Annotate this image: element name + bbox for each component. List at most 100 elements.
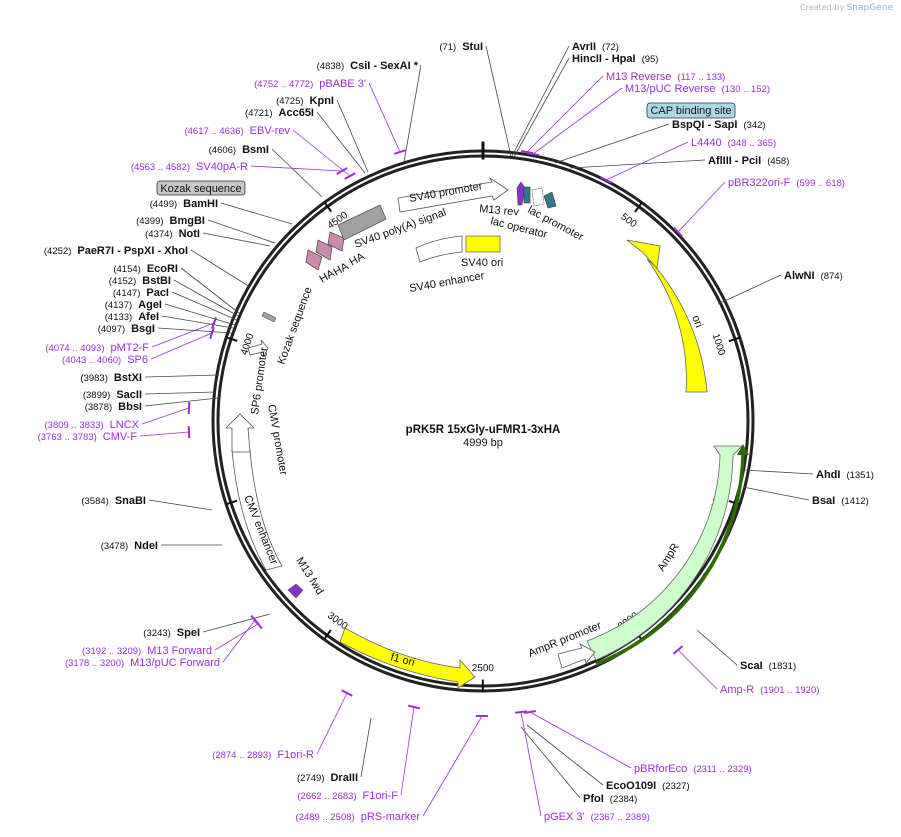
primer-label[interactable]: M13/pUC Reverse(130 .. 152) — [532, 83, 770, 155]
primer-text: (2662 .. 2683)F1ori-F — [297, 790, 398, 802]
leader-line — [222, 619, 256, 663]
leader-line — [202, 613, 271, 633]
primer-mark — [600, 176, 612, 184]
sv40-polya-feature[interactable] — [337, 204, 387, 241]
enzyme-label[interactable]: (3899)SacII — [83, 389, 217, 401]
enzyme-label[interactable]: (4606)BsmI — [209, 144, 323, 198]
enzyme-label[interactable]: (3983)BstXI — [80, 372, 220, 384]
enzyme-label[interactable]: AvrII(72) — [511, 41, 619, 157]
enzyme-label[interactable]: BspQI - SapI(342) — [554, 119, 766, 164]
primer-label[interactable]: (4752 .. 4772)pBABE 3' — [254, 78, 401, 153]
enzyme-label[interactable]: (4147)PacI — [113, 287, 238, 321]
enzyme-label[interactable]: (4137)AgeI — [105, 299, 236, 326]
leader-line — [511, 45, 570, 157]
enzyme-text: AlwNI(874) — [784, 270, 843, 282]
lac-operator-feature[interactable] — [523, 186, 531, 204]
enzyme-label[interactable]: AhdI(1351) — [743, 469, 874, 481]
primer-text: M13 Reverse(117 .. 133) — [606, 71, 725, 83]
enzyme-label[interactable]: EcoO109I(2327) — [526, 724, 690, 792]
cap-site-feature[interactable] — [543, 191, 557, 209]
primer-label[interactable]: L4440(348 .. 365) — [605, 137, 776, 181]
ampr-promoter-feature[interactable] — [557, 643, 596, 669]
enzyme-label[interactable]: HincII - HpaI(95) — [513, 53, 658, 158]
primer-mark — [526, 151, 540, 157]
primer-label[interactable]: (4074 .. 4093)pMT2-F — [45, 322, 215, 354]
primer-label[interactable]: M13 Reverse(117 .. 133) — [526, 71, 725, 153]
cmv-enhancer-feature[interactable] — [231, 449, 283, 571]
f1-ori-feature[interactable] — [339, 627, 476, 689]
enzyme-label[interactable]: (4499)BamHI — [150, 198, 293, 225]
ha-tag-1[interactable] — [305, 249, 323, 271]
sv40-ori-feature[interactable] — [465, 235, 501, 253]
enzyme-label[interactable]: (4154)EcoRI — [113, 263, 240, 314]
primer-label[interactable]: (2662 .. 2683)F1ori-F — [297, 706, 415, 802]
ha-tag-3[interactable] — [327, 231, 345, 252]
m13-fwd-feature[interactable] — [287, 583, 304, 599]
enzyme-label[interactable]: (3878)BbsI — [85, 397, 219, 413]
primer-mark — [672, 645, 684, 655]
primer-label[interactable]: (4043 .. 4060)SP6 — [62, 332, 213, 366]
enzyme-label[interactable]: (4152)BstBI — [109, 275, 239, 317]
ampr-feature[interactable] — [586, 445, 743, 661]
enzyme-label[interactable]: PfoI(2384) — [520, 726, 637, 805]
primer-label[interactable]: pBRforEco(2311 .. 2329) — [529, 711, 752, 775]
enzyme-label[interactable]: (4721)Acc65I — [245, 107, 366, 174]
primer-text: L4440(348 .. 365) — [691, 137, 776, 149]
enzyme-label[interactable]: AlwNI(874) — [717, 270, 843, 305]
primer-label[interactable]: (2489 .. 2508)pRS-marker — [296, 715, 483, 823]
ori-feature[interactable] — [626, 239, 708, 393]
primer-text: (3809 .. 3833)LNCX — [45, 419, 140, 431]
primer-label[interactable]: (3192 .. 3209)M13 Forward — [82, 623, 259, 657]
enzyme-label[interactable]: (3478)NdeI — [101, 540, 222, 552]
enzyme-label[interactable]: (4725)KpnI — [276, 95, 369, 173]
enzyme-label[interactable]: (3584)SnaBI — [81, 495, 213, 511]
primer-text: (3178 .. 3200)M13/pUC Forward — [65, 657, 220, 669]
cmv-promoter-feature[interactable] — [225, 413, 255, 453]
sp6-promoter-feature[interactable] — [247, 339, 269, 358]
primer-label[interactable]: (2874 .. 2893)F1ori-R — [212, 692, 348, 761]
enzyme-label[interactable]: (71)StuI — [439, 41, 512, 157]
kozak-sequence-box-label[interactable]: Kozak sequence — [156, 180, 246, 196]
leader-line — [316, 692, 348, 755]
enzyme-text: (3584)SnaBI — [81, 495, 146, 507]
primer-label[interactable]: (3178 .. 3200)M13/pUC Forward — [65, 619, 256, 669]
primer-mark — [253, 618, 263, 630]
m13-rev-feature[interactable] — [516, 181, 526, 206]
enzyme-label[interactable]: AflIII - PciI(458) — [569, 155, 789, 169]
enzyme-label[interactable]: (3243)SpeI — [143, 613, 271, 639]
primer-label[interactable]: (4563 .. 4582)SV40pA-R — [131, 161, 343, 173]
primer-mark — [514, 710, 528, 714]
primer-label[interactable]: pGEX 3'(2367 .. 2389) — [520, 711, 650, 823]
primer-label[interactable]: (3763 .. 3783)CMV-F — [38, 431, 190, 443]
enzyme-label[interactable]: (4133)AfeI — [105, 311, 234, 329]
credit-prefix: Created by — [800, 3, 845, 12]
lac-promoter-feature[interactable] — [531, 187, 545, 207]
leader-line — [144, 374, 220, 378]
enzyme-label[interactable]: BsaI(1412) — [742, 486, 869, 507]
enzyme-label[interactable]: (4252)PaeR7I - PspXI - XhoI — [44, 245, 251, 288]
leader-line — [151, 322, 215, 348]
leader-line — [316, 111, 366, 174]
enzyme-label[interactable]: (4399)BmgBI — [136, 215, 276, 244]
enzyme-label[interactable]: ScaI(1831) — [696, 629, 796, 672]
enzyme-text: BspQI - SapI(342) — [672, 119, 766, 131]
enzyme-label[interactable]: (2749)DraIII — [297, 717, 372, 784]
ha-tag-2[interactable] — [315, 239, 333, 261]
kozak-sequence-feature[interactable] — [261, 311, 277, 323]
primer-mark — [211, 317, 217, 329]
primer-label[interactable]: (4617 .. 4636)EBV-rev — [184, 125, 351, 177]
enzyme-label[interactable]: (4374)NotI — [145, 228, 271, 247]
tick-mark — [634, 201, 643, 213]
enzyme-text: (3899)SacII — [83, 389, 142, 401]
primer-label[interactable]: Amp-R(1901 .. 1920) — [677, 649, 819, 696]
sv40-enhancer-feature[interactable] — [415, 235, 463, 263]
enzyme-text: (4606)BsmI — [209, 144, 269, 156]
ampr-highlight-arrow — [737, 444, 749, 455]
enzyme-text: (4499)BamHI — [150, 198, 218, 210]
enzyme-label[interactable]: (4838)CsiI - SexAI * — [317, 60, 422, 163]
primer-label[interactable]: pBR322ori-F(599 .. 618) — [677, 177, 845, 233]
sv40-promoter-feature[interactable] — [397, 176, 509, 213]
snapgene-credit: Created by SnapGene — [800, 3, 893, 13]
primer-label[interactable]: (3809 .. 3833)LNCX — [45, 407, 190, 431]
cap-binding-site-label[interactable]: CAP binding site — [646, 102, 736, 119]
